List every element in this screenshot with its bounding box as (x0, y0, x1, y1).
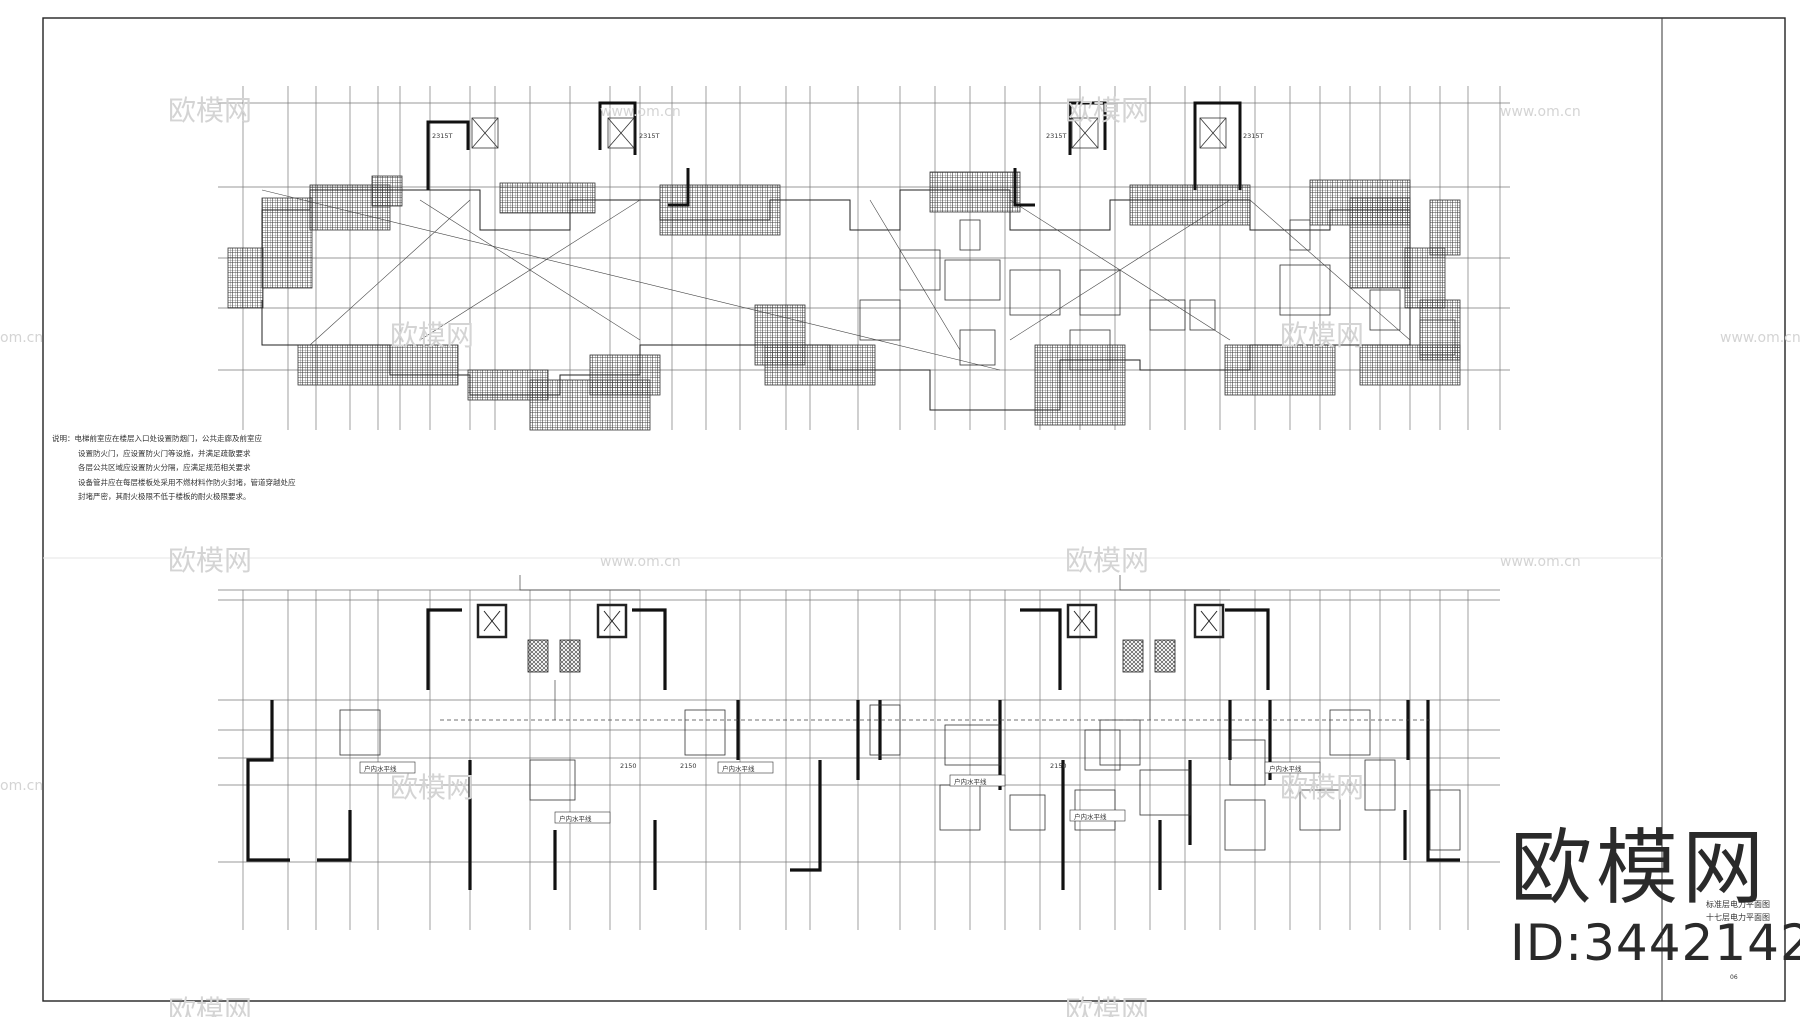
upper-plan-cores (426, 101, 1242, 207)
upper-plan-outline (261, 189, 1411, 411)
svg-text:欧模网: 欧模网 (168, 94, 252, 127)
upper-plan-elevator-shafts (471, 117, 1227, 149)
lower-left-dim-1: 2150 (620, 762, 637, 770)
title-block: 标准层电力平面图 十七层电力平面图 (1706, 898, 1770, 924)
title-line-2: 十七层电力平面图 (1706, 913, 1770, 922)
upper-label-elevator-3: 2315T (1046, 132, 1067, 140)
svg-text:om.cn: om.cn (0, 330, 43, 346)
lower-right-dim-1: 2150 (1050, 762, 1067, 770)
note-line: 各层公共区域应设置防火分隔，应满足规范相关要求 (78, 463, 251, 472)
drawing-frame (42, 17, 1786, 1002)
upper-label-elevator-4: 2315T (1243, 132, 1264, 140)
lower-plan-conduits (440, 575, 1430, 721)
lower-left-band-label-2: 户内水平线 (559, 814, 592, 823)
design-notes: 说明：电梯前室应在楼层入口处设置防烟门，公共走廊及前室应 设置防火门，应设置防火… (52, 432, 312, 505)
lower-left-band-label-3: 户内水平线 (722, 764, 755, 773)
lower-right-band-label-1: 户内水平线 (954, 777, 987, 786)
note-line: 设置防火门，应设置防火门等设施，并满足疏散要求 (78, 448, 251, 458)
svg-text:欧模网: 欧模网 (168, 544, 252, 577)
light-watermarks: 欧模网 www.om.cn 欧模网 www.om.cn om.cn 欧模网 欧模… (0, 94, 1800, 1017)
note-line: 说明：电梯前室应在楼层入口处设置防烟门，公共走廊及前室应 (52, 434, 262, 443)
lower-left-band-label-1: 户内水平线 (364, 764, 397, 773)
lower-right-band-label-3: 户内水平线 (1269, 764, 1302, 773)
lower-left-dim-2: 2150 (680, 762, 697, 770)
upper-plan-roof (227, 171, 1461, 431)
lower-right-band-label-2: 户内水平线 (1074, 812, 1107, 821)
watermark-brand: 欧模网 (1510, 821, 1769, 916)
svg-text:www.om.cn: www.om.cn (600, 554, 681, 570)
svg-text:www.om.cn: www.om.cn (1500, 104, 1581, 120)
note-line: 封堵严密，其耐火极限不低于楼板的耐火极限要求。 (78, 492, 251, 501)
sheet-number: 06 (1730, 974, 1738, 981)
svg-text:欧模网: 欧模网 (1280, 319, 1364, 352)
svg-text:欧模网: 欧模网 (1065, 94, 1149, 127)
svg-text:www.om.cn: www.om.cn (1720, 330, 1800, 346)
svg-text:欧模网: 欧模网 (1065, 994, 1149, 1017)
lower-plan-elevator-shafts (476, 603, 1225, 639)
lower-plan-stairs (527, 639, 1176, 673)
svg-text:欧模网: 欧模网 (390, 319, 474, 352)
watermark-id: ID:3442142 (1510, 914, 1800, 972)
svg-text:欧模网: 欧模网 (168, 994, 252, 1017)
upper-plan-text: 2315T 2315T 2315T 2315T (432, 132, 1264, 140)
svg-text:www.om.cn: www.om.cn (600, 104, 681, 120)
svg-text:欧模网: 欧模网 (1280, 771, 1364, 804)
lower-plan-text: 户内水平线 户内水平线 户内水平线 2150 2150 户内水平线 户内水平线 … (359, 761, 1321, 824)
upper-label-elevator-2: 2315T (639, 132, 660, 140)
svg-text:www.om.cn: www.om.cn (1500, 554, 1581, 570)
svg-text:欧模网: 欧模网 (390, 771, 474, 804)
svg-text:om.cn: om.cn (0, 778, 43, 794)
upper-label-elevator-1: 2315T (432, 132, 453, 140)
note-line: 设备管井应在每层楼板处采用不燃材料作防火封堵，管道穿越处应 (78, 477, 296, 487)
upper-plan-rooms (859, 219, 1456, 371)
svg-text:欧模网: 欧模网 (1065, 544, 1149, 577)
title-line-1: 标准层电力平面图 (1706, 900, 1770, 909)
